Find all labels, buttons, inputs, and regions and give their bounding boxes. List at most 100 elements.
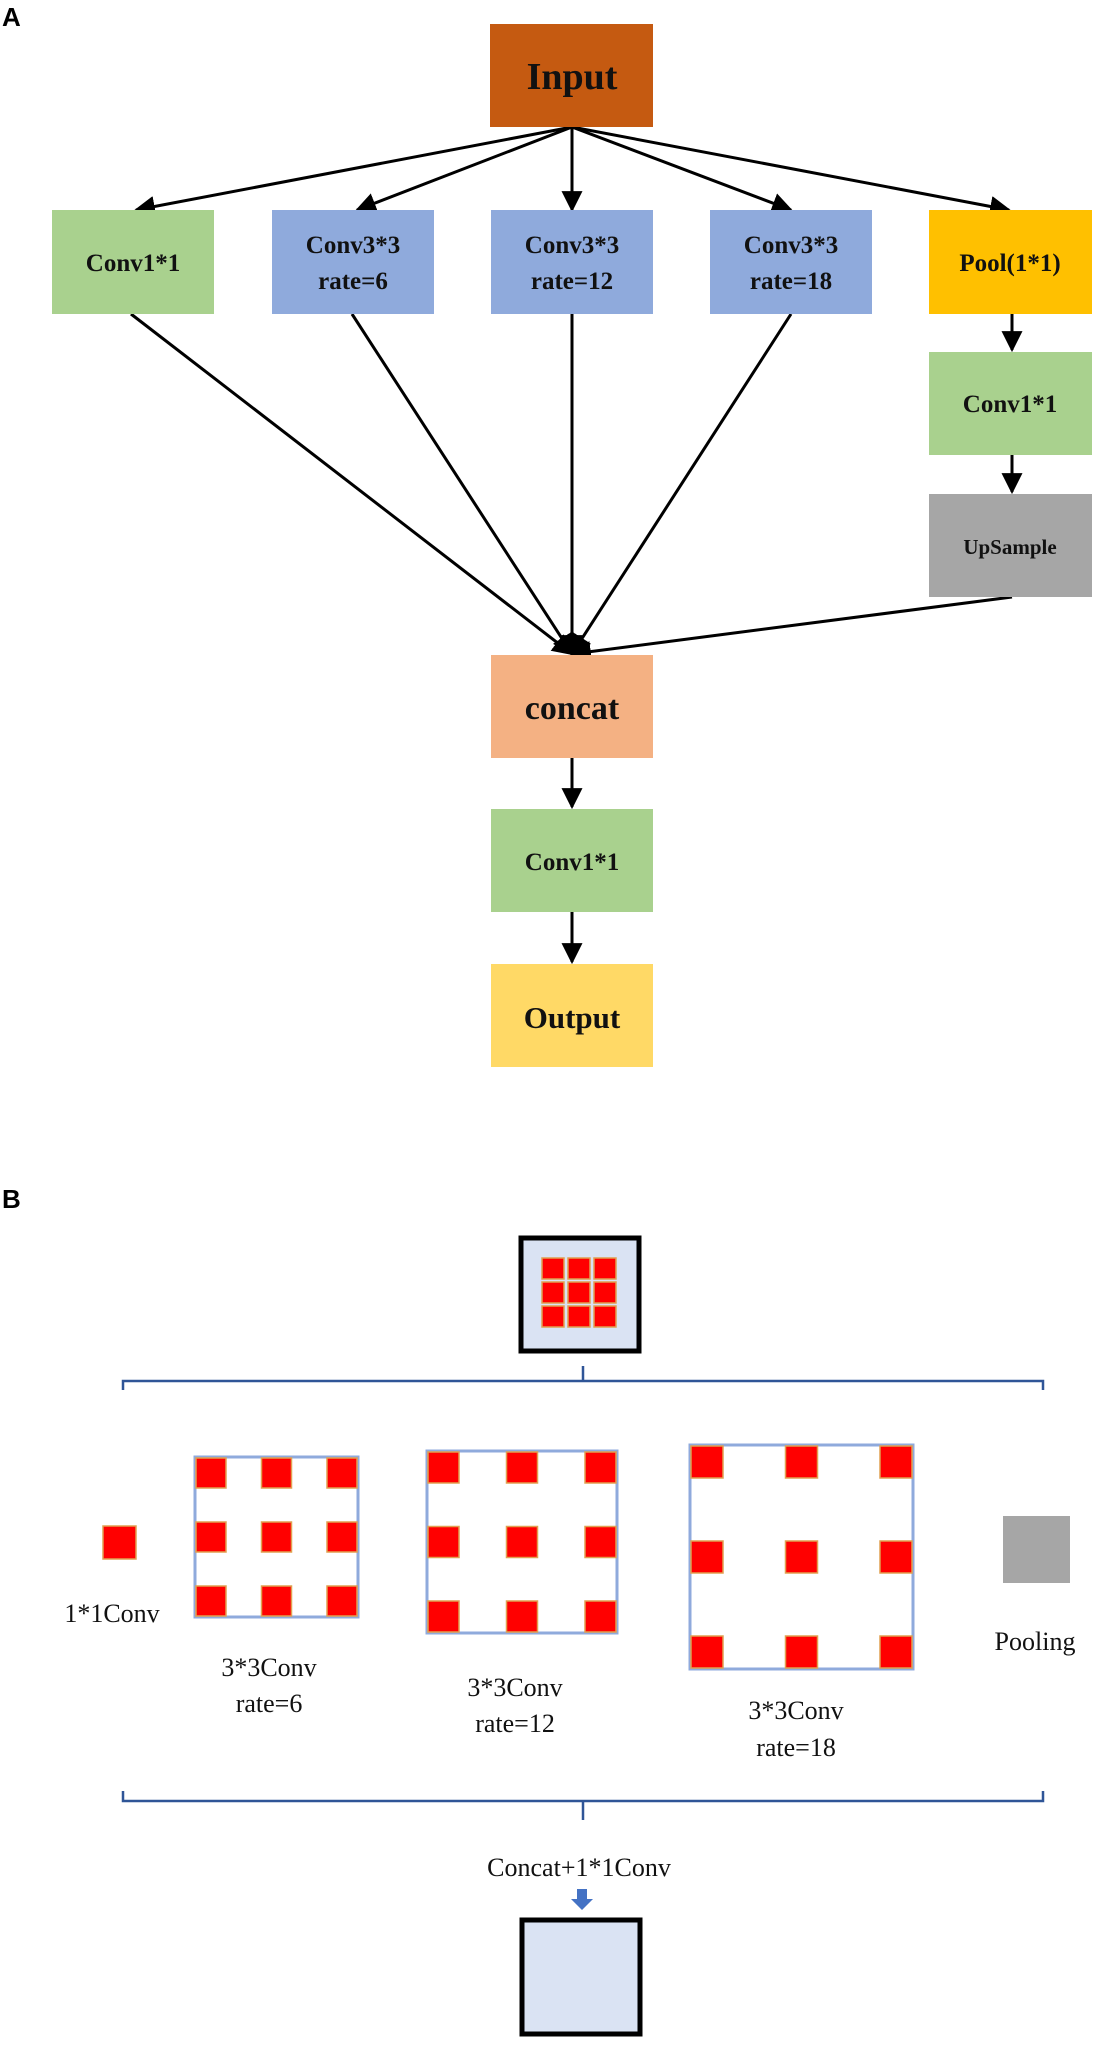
input-edges: [133, 125, 1012, 217]
top-bracket: [121, 1366, 1045, 1390]
edge-upsample-concat: [569, 595, 1013, 662]
edge-conv3-18-concat: [570, 313, 793, 656]
edge-input-pool: [571, 125, 1012, 217]
kernel-cell: [879, 1540, 913, 1574]
top-bracket-line: [121, 1379, 1045, 1390]
conv3-rate6-frame: [193, 1455, 360, 1619]
kernel-cell: [690, 1445, 724, 1479]
conv1-kernel: 1*1Conv: [64, 1525, 160, 1628]
down-arrow-icon: [571, 1889, 593, 1910]
pooling-label: Pooling: [995, 1627, 1076, 1656]
node-output-conv1: Conv1*1: [491, 809, 653, 912]
edge-conv1-concat: [130, 312, 574, 656]
input-feature-map: [518, 1235, 642, 1354]
kernel-cell: [690, 1540, 724, 1574]
edge-input-conv3-18: [571, 125, 793, 214]
conv3-rate18-cells: [690, 1445, 913, 1669]
kernel-cell: [260, 1457, 293, 1489]
input-grid-cell: [541, 1281, 565, 1304]
kernel-cell: [195, 1521, 227, 1553]
kernel-cell: [260, 1521, 293, 1553]
conv3-rate12-kernel: 3*3Conv rate=12: [425, 1449, 619, 1738]
node-conv3-rate18: Conv3*3 rate=18: [710, 210, 872, 314]
conv3-rate18-frame: [688, 1443, 915, 1671]
node-output-box: [491, 964, 653, 1067]
conv3-rate12-cells: [427, 1451, 617, 1633]
kernel-cell: [784, 1635, 819, 1669]
node-conv3-rate18-line2: rate=18: [750, 268, 832, 295]
edge-input-conv1: [133, 125, 573, 217]
node-concat-box: [491, 655, 653, 758]
input-grid-cell: [593, 1281, 617, 1304]
node-concat-label: concat: [525, 690, 620, 727]
conv3-rate18-label-1: 3*3Conv: [748, 1696, 843, 1725]
edge-conv3-6-concat: [350, 313, 574, 656]
node-conv3-rate12: Conv3*3 rate=12: [491, 210, 653, 314]
conv1-kernel-cell: [102, 1525, 137, 1560]
conv3-rate12-frame: [425, 1449, 619, 1635]
input-grid-cell: [541, 1257, 565, 1280]
concat-conv-label: Concat+1*1Conv: [487, 1853, 671, 1882]
panel-b-label: B: [2, 1184, 21, 1214]
pooling-block: Pooling: [995, 1516, 1076, 1656]
conv3-rate6-label-1: 3*3Conv: [221, 1653, 316, 1682]
kernel-cell: [784, 1445, 819, 1479]
output-feature-map: [519, 1917, 643, 2037]
node-conv3-rate18-line1: Conv3*3: [744, 232, 838, 259]
node-input-label: Input: [527, 56, 618, 98]
input-grid-cell: [593, 1257, 617, 1280]
kernel-cell: [326, 1521, 358, 1553]
conv3-rate6-kernel: 3*3Conv rate=6: [193, 1455, 360, 1718]
node-conv3-rate6-line1: Conv3*3: [306, 232, 400, 259]
node-output-label: Output: [524, 1000, 621, 1035]
kernel-cell: [879, 1635, 913, 1669]
node-output: Output: [491, 964, 653, 1067]
kernel-cell: [427, 1525, 460, 1559]
node-upsample: UpSample: [929, 494, 1092, 597]
kernel-cell: [784, 1540, 819, 1574]
input-grid-cell: [541, 1305, 565, 1328]
conv3-rate12-label-1: 3*3Conv: [467, 1673, 562, 1702]
kernel-cell: [326, 1585, 358, 1617]
input-grid-cell: [567, 1257, 591, 1280]
panel-a-label: A: [2, 2, 21, 32]
kernel-cell: [879, 1445, 913, 1479]
node-conv1-box: [52, 210, 214, 314]
kernel-cell: [505, 1451, 539, 1484]
node-pool-conv1: Conv1*1: [929, 352, 1092, 455]
pooling-square: [1003, 1516, 1070, 1583]
kernel-cell: [690, 1635, 724, 1669]
kernel-cell: [326, 1457, 358, 1489]
node-pool-conv1-label: Conv1*1: [963, 391, 1057, 418]
node-conv3-rate12-line2: rate=12: [531, 268, 613, 295]
conv3-rate6-label-2: rate=6: [236, 1689, 303, 1718]
kernel-cell: [584, 1600, 617, 1633]
node-upsample-label: UpSample: [963, 535, 1056, 559]
node-pool: Pool(1*1): [929, 210, 1092, 314]
node-conv3-rate6-box: [272, 210, 434, 314]
kernel-cell: [584, 1451, 617, 1484]
edge-input-conv3-6: [355, 125, 573, 213]
node-upsample-box: [929, 494, 1092, 597]
node-pool-box: [929, 210, 1092, 314]
kernel-cell: [427, 1451, 460, 1484]
node-conv3-rate12-box: [491, 210, 653, 314]
bottom-bracket: [121, 1791, 1045, 1820]
kernel-cell: [260, 1585, 293, 1617]
node-conv3-rate18-box: [710, 210, 872, 314]
kernel-cell: [505, 1525, 539, 1559]
node-input: Input: [490, 24, 653, 127]
kernel-cell: [427, 1600, 460, 1633]
node-conv1-label: Conv1*1: [86, 250, 180, 277]
node-output-conv1-box: [491, 809, 653, 912]
node-pool-conv1-box: [929, 352, 1092, 455]
input-grid-cell: [567, 1305, 591, 1328]
node-conv1: Conv1*1: [52, 210, 214, 314]
input-feature-grid: [541, 1257, 617, 1328]
kernel-cell: [195, 1457, 227, 1489]
node-output-conv1-label: Conv1*1: [525, 849, 619, 876]
node-input-box: [490, 24, 653, 127]
node-conv3-rate12-line1: Conv3*3: [525, 232, 619, 259]
input-grid-cell: [567, 1281, 591, 1304]
